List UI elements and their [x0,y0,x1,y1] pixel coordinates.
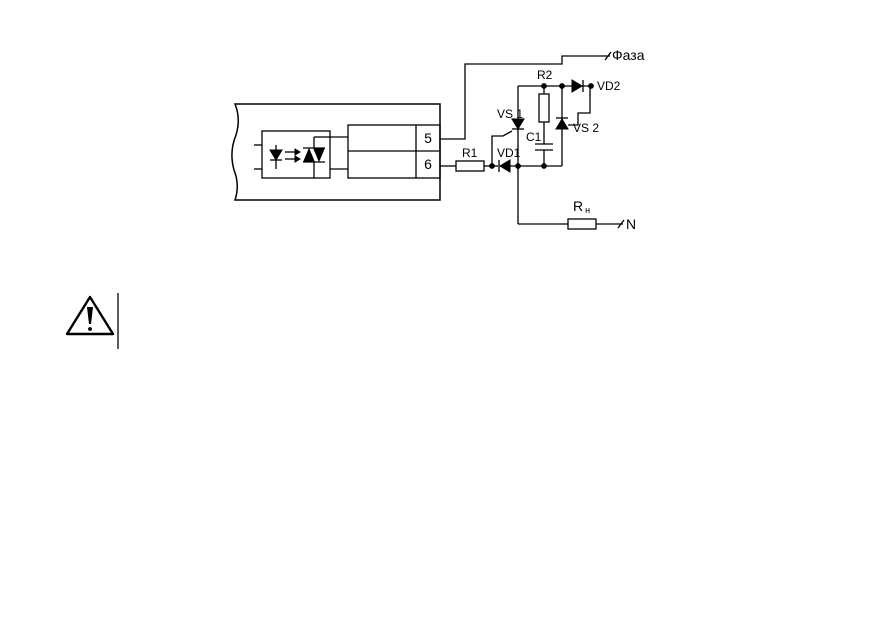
vd1-label: VD1 [497,146,521,160]
vs2-label: VS 2 [573,121,599,135]
load-resistor-rn [567,218,597,230]
r2-label: R2 [537,68,553,82]
terminal-6-label: 6 [424,156,432,172]
resistor-r1 [455,160,485,172]
phase-label: Фаза [612,47,645,63]
diode-vd2 [571,79,584,93]
r1-label: R1 [462,146,478,160]
resistor-r2 [538,93,550,123]
device-enclosure [231,103,441,201]
thyristor-vs1 [511,118,525,130]
warning-triangle-icon [65,295,115,336]
rn-label-main: R [573,198,583,214]
optocoupler-icon [254,130,331,179]
c1-label: C1 [526,130,542,144]
vd2-label: VD2 [597,79,621,93]
rn-label-sub: н [585,205,590,215]
terminal-block [347,124,441,179]
terminal-5-label: 5 [424,130,432,146]
diode-vd1 [498,159,511,173]
neutral-label: N [626,216,636,232]
capacitor-c1 [535,143,553,151]
vs1-label: VS 1 [497,107,523,121]
thyristor-vs2 [555,117,569,130]
